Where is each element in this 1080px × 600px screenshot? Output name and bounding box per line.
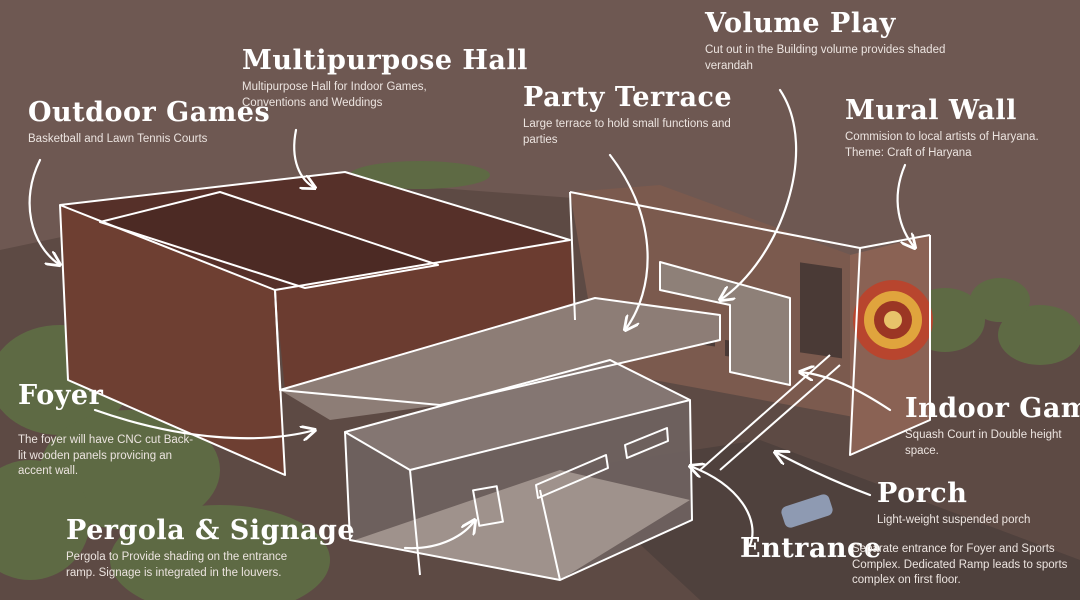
annotation-title: Multipurpose Hall — [242, 45, 528, 76]
arrow-entrance — [690, 466, 754, 547]
arrow-mural-wall — [896, 163, 915, 248]
annotation-multipurpose-hall: Multipurpose Hall Multipurpose Hall for … — [242, 45, 528, 111]
arrow-party-terrace — [608, 153, 649, 330]
annotation-entrance: Entrance — [740, 533, 882, 564]
annotation-title: Pergola & Signage — [66, 515, 356, 546]
annotation-description: Separate entrance for Foyer and Sports C… — [852, 543, 1068, 587]
annotation-title: Volume Play — [705, 8, 896, 39]
annotation-title: Outdoor Games — [28, 97, 271, 128]
annotation-foyer: Foyer The foyer will have CNC cut Back-l… — [18, 380, 198, 480]
cutout-verandah — [660, 262, 790, 385]
annotation-porch: Porch Light-weight suspended porch — [877, 478, 1067, 529]
annotation-mural-wall: Mural Wall Commision to local artists of… — [845, 95, 1065, 161]
annotation-description: Large terrace to hold small functions an… — [523, 118, 731, 146]
annotation-title: Party Terrace — [523, 82, 733, 113]
mural-artwork — [853, 280, 933, 360]
arrow-porch — [775, 452, 872, 497]
annotation-description: Pergola to Provide shading on the entran… — [66, 551, 288, 579]
arrow-foyer — [93, 408, 315, 438]
hall-roof-inner — [100, 192, 438, 288]
annotation-arrows — [28, 88, 915, 550]
annotation-title: Porch — [877, 478, 968, 509]
pergola-canopy — [345, 360, 690, 470]
annotation-description: The foyer will have CNC cut Back-lit woo… — [18, 434, 194, 478]
annotation-entrance-description: Separate entrance for Foyer and Sports C… — [852, 542, 1074, 589]
annotation-description: Commision to local artists of Haryana. T… — [845, 131, 1039, 159]
foyer-floor — [355, 470, 690, 580]
annotation-volume-play: Volume Play Cut out in the Building volu… — [705, 8, 965, 74]
arrow-volume-play — [720, 88, 798, 300]
annotation-description: Light-weight suspended porch — [877, 514, 1031, 527]
annotation-title: Mural Wall — [845, 95, 1017, 126]
arrow-pergola-signage — [403, 520, 475, 550]
party-terrace-deck — [280, 298, 720, 420]
arrow-outdoor-games — [28, 158, 60, 265]
arrow-multipurpose-hall — [293, 128, 315, 188]
annotation-pergola-signage: Pergola & Signage Pergola to Provide sha… — [66, 515, 356, 581]
arrow-indoor-games — [800, 372, 892, 412]
annotation-description: Multipurpose Hall for Indoor Games, Conv… — [242, 81, 427, 109]
annotation-description: Basketball and Lawn Tennis Courts — [28, 133, 208, 146]
annotation-description: Squash Court in Double height space. — [905, 429, 1062, 457]
annotation-indoor-games: Indoor Games Squash Court in Double heig… — [905, 393, 1080, 459]
annotation-title: Entrance — [740, 533, 882, 564]
annotation-description: Cut out in the Building volume provides … — [705, 44, 946, 72]
car — [781, 494, 833, 528]
annotation-title: Indoor Games — [905, 393, 1080, 424]
annotation-title: Foyer — [18, 380, 104, 411]
annotation-party-terrace: Party Terrace Large terrace to hold smal… — [523, 82, 763, 148]
annotation-outdoor-games: Outdoor Games Basketball and Lawn Tennis… — [28, 97, 271, 148]
